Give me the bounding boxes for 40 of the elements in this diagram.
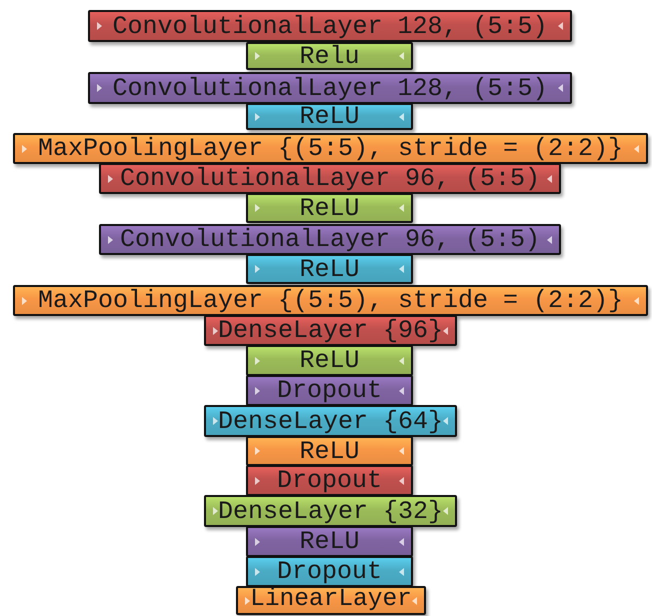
layer-label: LinearLayer (250, 588, 412, 613)
layer-label: ConvolutionalLayer 96, (5:5) (120, 227, 540, 252)
layer-box (13, 285, 648, 316)
layer-box (204, 495, 457, 527)
layer-label: Dropout (276, 559, 382, 584)
layer-box (246, 103, 413, 130)
layer-box (246, 436, 413, 466)
layer-box (246, 345, 413, 376)
layer-label: Dropout (276, 468, 382, 493)
layer-label: DenseLayer {96} (218, 318, 444, 343)
layer-box (236, 586, 426, 615)
layer-box (204, 315, 457, 346)
layer-box (246, 465, 413, 496)
layer-label: Dropout (276, 378, 382, 403)
layer-label: DenseLayer {32} (218, 498, 444, 524)
layer-label: MaxPoolingLayer {(5:5), stride = (2:2)} (38, 288, 624, 313)
layer-box (204, 405, 457, 437)
layer-label: Relu (299, 44, 360, 68)
layer-label: ReLU (299, 438, 360, 464)
layer-box (13, 133, 648, 164)
layer-label: ConvolutionalLayer 96, (5:5) (120, 166, 540, 191)
layer-label: ConvolutionalLayer 128, (5:5) (112, 76, 548, 100)
layer-label: ReLU (299, 196, 360, 220)
layer-label: ConvolutionalLayer 128, (5:5) (112, 14, 548, 38)
layer-box (99, 224, 561, 255)
layer-box (88, 10, 572, 42)
layer-label: ReLU (299, 348, 360, 373)
layer-label: MaxPoolingLayer {(5:5), stride = (2:2)} (38, 136, 624, 161)
layer-label: ReLU (299, 256, 360, 282)
layer-box (246, 193, 413, 223)
layer-label: ReLU (299, 529, 360, 554)
layer-box (246, 375, 413, 406)
layer-box (246, 254, 413, 284)
layer-box (246, 556, 413, 587)
layer-box (99, 163, 561, 194)
layer-box (246, 42, 413, 70)
layer-label: ReLU (299, 104, 360, 129)
layer-box (246, 526, 413, 557)
layer-box (88, 72, 572, 104)
layer-label: DenseLayer {64} (218, 408, 444, 434)
